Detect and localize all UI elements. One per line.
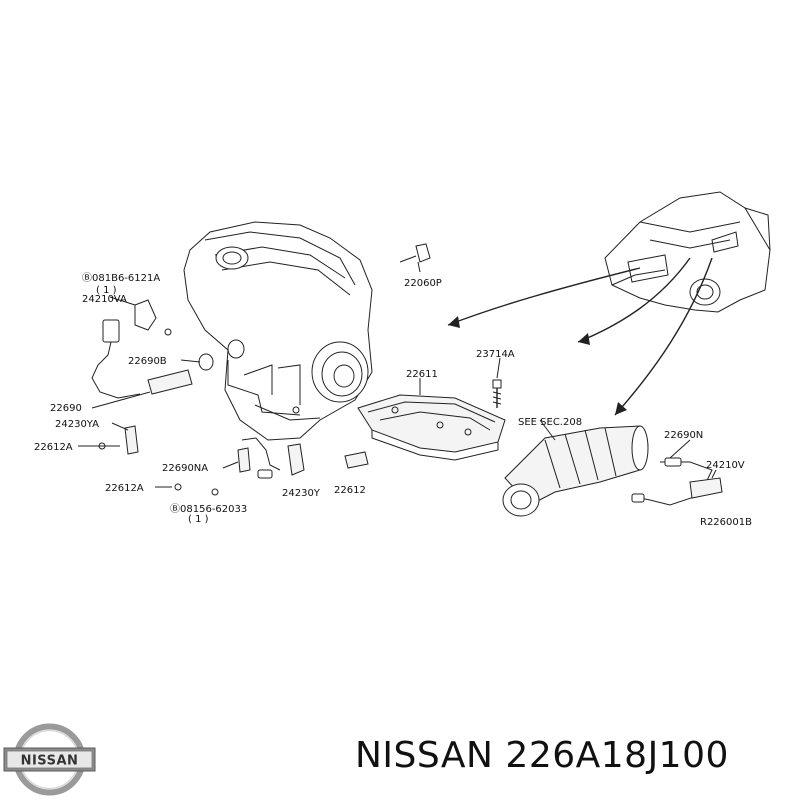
arrows [447,257,713,416]
label-bolt-08156-qty: ( 1 ) [188,514,209,525]
heat-shield [357,378,506,461]
label-bolt-08156: Ⓑ08156-62033 [170,503,247,515]
label-ref-code: R226001B [700,517,752,528]
label-24210va: 24210VA [82,294,127,305]
label-22690na: 22690NA [162,463,208,474]
engine-block [183,221,373,441]
label-22690: 22690 [50,403,82,414]
label-22612: 22612 [334,485,366,496]
label-23714a: 23714A [476,349,515,360]
car-illustration [604,191,771,313]
oxygen-sensor-bracket [92,425,369,496]
label-22611: 22611 [406,369,438,380]
label-22060p: 22060P [404,278,442,289]
label-bolt-081b6: Ⓑ081B6-6121A [82,272,160,284]
part-number-caption: NISSAN 226A18J100 [355,735,729,776]
leader-lines [78,255,717,488]
label-bolt-081b6-qty: ( 1 ) [96,285,117,296]
label-22612a-top: 22612A [34,442,73,453]
oxygen-sensor-front [91,299,214,399]
label-see-sec: SEE SEC.208 [518,417,582,428]
label-22690n: 22690N [664,430,703,441]
bolt-23714a [492,379,502,408]
label-24210v: 24210V [706,460,745,471]
label-22612a-bottom: 22612A [105,483,144,494]
part-labels: Ⓑ081B6-6121A ( 1 ) 24210VA 22690B 22690 … [34,272,752,528]
clip-22060p [415,243,431,273]
label-24230y: 24230Y [282,488,321,499]
nissan-logo: NISSAN [3,723,96,796]
label-24230ya: 24230YA [55,419,99,430]
label-22690b: 22690B [128,356,167,367]
catalytic-converter [502,419,649,517]
nissan-logo-text: NISSAN [21,754,79,769]
rear-oxygen-sensor [631,457,723,506]
